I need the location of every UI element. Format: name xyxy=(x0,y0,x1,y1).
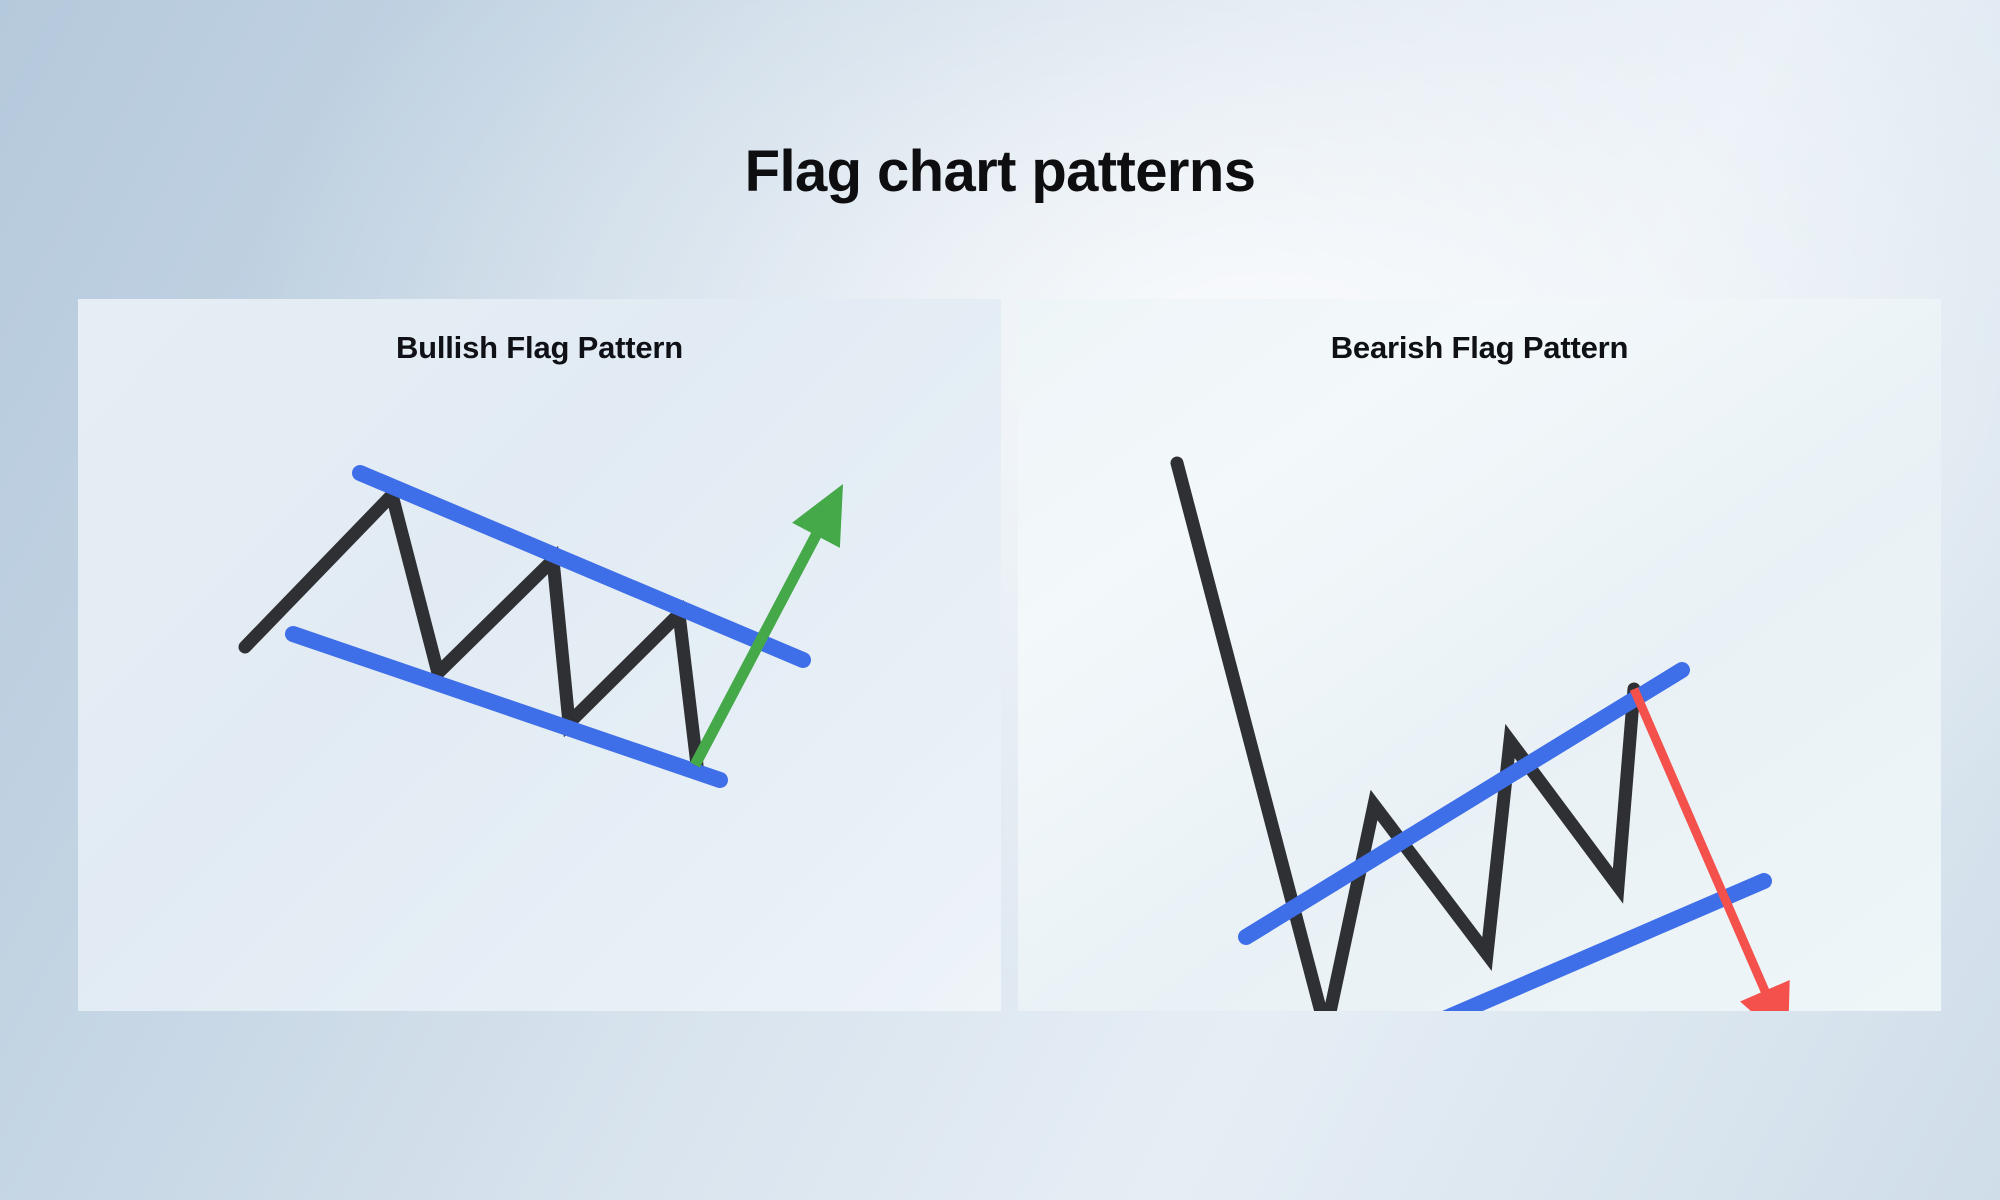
bearish-breakout-arrow xyxy=(1629,687,1790,1011)
bullish-panel-title: Bullish Flag Pattern xyxy=(395,330,684,365)
bullish-upper-trendline xyxy=(352,465,811,668)
page-title: Flag chart patterns xyxy=(744,138,1256,204)
up-arrow-shaft xyxy=(690,513,832,768)
bullish-flag-chart xyxy=(238,465,843,788)
bearish-panel-title: Bearish Flag Pattern xyxy=(1330,330,1629,365)
bullish-lower-trendline xyxy=(285,626,728,788)
bullish-flag-panel: Bullish Flag Pattern xyxy=(78,299,1001,1011)
bearish-lower-trendline xyxy=(1442,873,1772,1011)
bearish-flag-panel: Bearish Flag Pattern xyxy=(1018,299,1941,1011)
up-arrow-icon xyxy=(792,484,843,548)
bullish-breakout-arrow xyxy=(690,484,843,768)
bullish-price-action-line xyxy=(238,482,704,772)
bearish-flag-chart xyxy=(1170,456,1790,1011)
down-arrow-shaft xyxy=(1629,687,1778,1011)
bearish-price-action-line xyxy=(1170,456,1641,1011)
bearish-upper-trendline xyxy=(1238,662,1690,945)
down-arrow-icon xyxy=(1740,980,1790,1011)
